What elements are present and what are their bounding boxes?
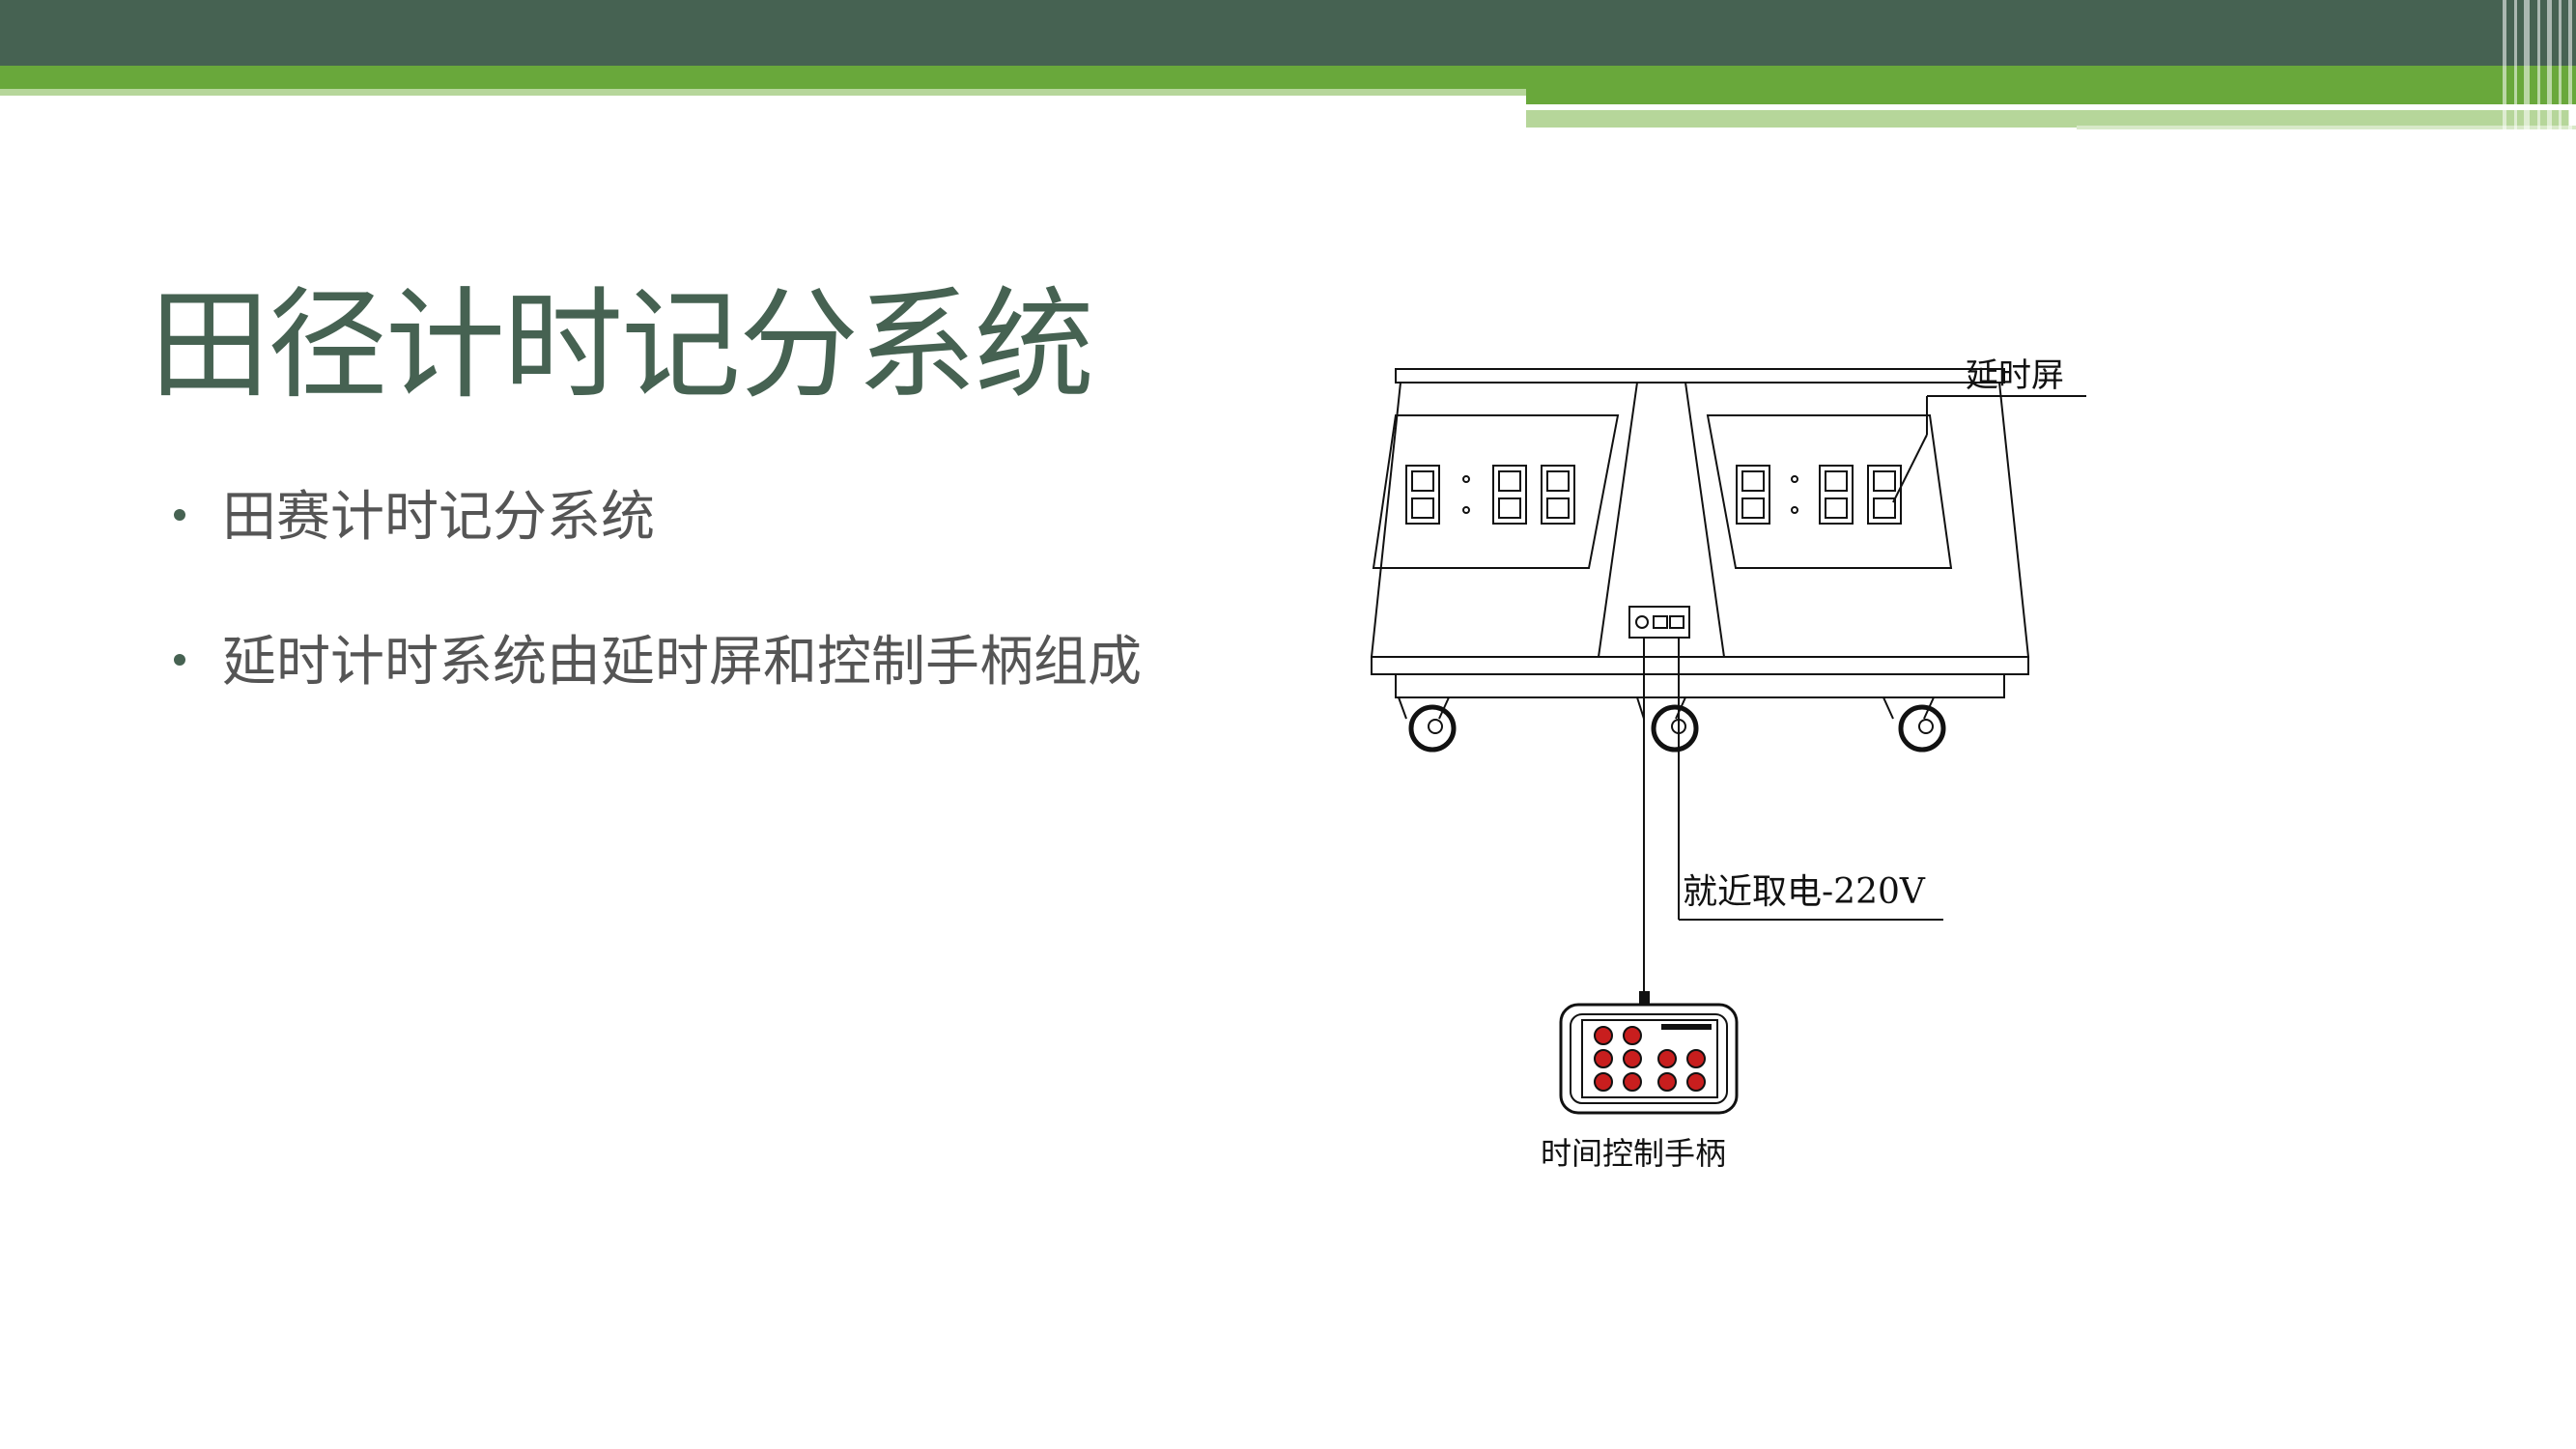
timer-system-diagram: 延时屏 就近取电-220V 时间控制手柄 [1343, 348, 2115, 1198]
header-band-pale [2077, 126, 2576, 129]
header-band-dark [0, 0, 2576, 66]
controller-handle [1559, 1003, 1739, 1115]
label-screen: 延时屏 [1966, 356, 2064, 395]
bullet-item: 田赛计时记分系统 [174, 491, 655, 545]
bullet-dot-icon [174, 653, 185, 666]
header-band-light-right [1526, 110, 2569, 128]
right-display-panel [1706, 414, 1953, 569]
bullet-text: 田赛计时记分系统 [222, 486, 655, 549]
screen-top-slab [1395, 368, 2005, 384]
label-controller: 时间控制手柄 [1541, 1135, 1726, 1172]
header-band-green [0, 66, 2576, 89]
diagram-svg: 延时屏 就近取电-220V 时间控制手柄 [1370, 356, 2086, 1172]
wheels [1398, 696, 1946, 753]
bullet-text: 延时计时系统由延时屏和控制手柄组成 [222, 631, 1142, 694]
header-stripes [2497, 0, 2576, 129]
screen-body [1370, 382, 2030, 658]
label-power: 就近取电-220V [1683, 872, 1926, 912]
connector-box [1628, 606, 1690, 639]
bullet-dot-icon [174, 508, 185, 521]
cable-plug [1639, 991, 1650, 1005]
left-display-panel [1372, 414, 1620, 569]
header-band-white-gap [1526, 104, 2386, 110]
header-band-green-right [1526, 89, 2576, 104]
header-band-light [0, 89, 1526, 96]
slide-title: 田径计时记分系统 [150, 276, 1094, 415]
bullet-item: 延时计时系统由延时屏和控制手柄组成 [174, 636, 1142, 690]
screen-leader-line [1892, 434, 1928, 503]
screen-base [1371, 656, 2029, 675]
